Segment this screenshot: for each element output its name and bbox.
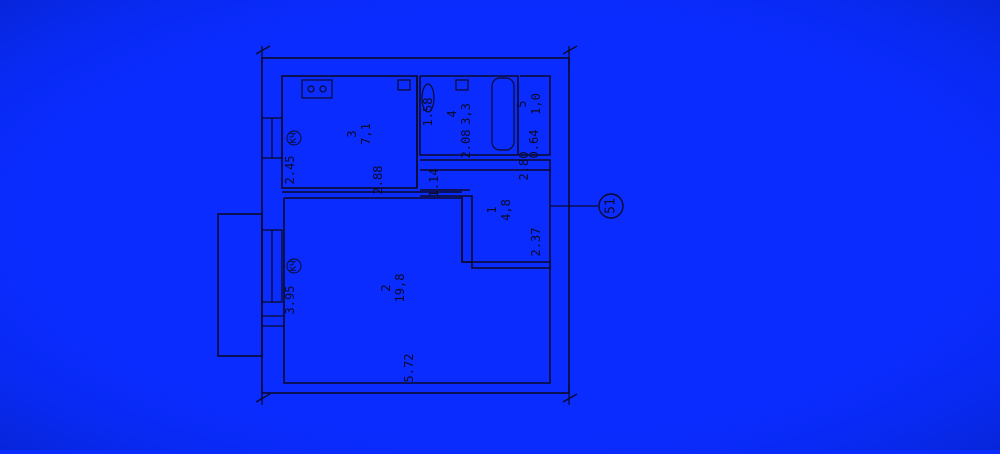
- ceiling-mark-2-circle: [286, 258, 302, 274]
- room-2-area: 19,8: [393, 274, 407, 303]
- room-5-number: 5: [515, 100, 529, 107]
- dim-top-left: 2.45: [283, 156, 297, 185]
- ceiling-mark-2: КЧ: [289, 261, 299, 272]
- hall-outline: [420, 159, 551, 269]
- room-labels: 3 7,1 4 3,3 5 1,0 1 4,8 2 19,8: [345, 93, 543, 302]
- tick-top-right-slash: [562, 45, 578, 55]
- room-5-area: 1,0: [529, 93, 543, 115]
- axis-marker: 51: [550, 193, 624, 219]
- tick-bottom-right-slash: [562, 393, 578, 403]
- bath-block-outline: [419, 75, 519, 156]
- room-3-area: 7,1: [359, 123, 373, 145]
- sink-bath: [455, 79, 469, 91]
- tick-bottom-left-slash: [255, 393, 271, 403]
- dim-room2-left: 3.95: [283, 286, 297, 315]
- sink-kitchen: [397, 79, 411, 91]
- bathtub: [491, 77, 515, 151]
- axis-ticks: [255, 45, 578, 405]
- windows-group: [261, 117, 284, 327]
- room-1-area: 4,8: [499, 199, 513, 221]
- fixtures-group: [301, 77, 515, 151]
- dim-room3-width: 2.88: [371, 166, 385, 195]
- dim-bath-width: 2.08: [459, 130, 473, 159]
- walls-group: [217, 57, 570, 394]
- axis-marker-circle: [598, 193, 624, 219]
- wc-outline: [520, 75, 551, 156]
- dim-bath-depth: 1.58: [421, 98, 435, 127]
- dim-corridor-width: 1.14: [427, 169, 441, 198]
- stove-burner-1: [307, 85, 315, 93]
- dim-hall-width: 2.80: [517, 152, 531, 181]
- room-2-number: 2: [379, 284, 393, 291]
- room-4-number: 4: [445, 110, 459, 117]
- room-2-outline: [283, 197, 551, 384]
- ceiling-marks: КЧ КЧ: [286, 130, 302, 274]
- room-4-area: 3,3: [459, 103, 473, 125]
- ceiling-mark-1: КЧ: [289, 133, 299, 144]
- ceiling-mark-1-circle: [286, 130, 302, 146]
- dimension-labels: 2.45 2.88 1.14 3.95 5.72 1.58 2.08 0.64 …: [283, 98, 543, 383]
- stove: [301, 79, 333, 99]
- dim-wc-width: 0.64: [527, 130, 541, 159]
- stove-burner-2: [319, 85, 327, 93]
- dim-hall-depth: 2.37: [529, 228, 543, 257]
- dim-room2-width: 5.72: [402, 354, 416, 383]
- tick-top-left-slash: [255, 45, 271, 55]
- toilet: [421, 83, 435, 113]
- axis-marker-label: 51: [604, 198, 619, 214]
- room-3-number: 3: [345, 130, 359, 137]
- room-1-number: 1: [485, 206, 499, 213]
